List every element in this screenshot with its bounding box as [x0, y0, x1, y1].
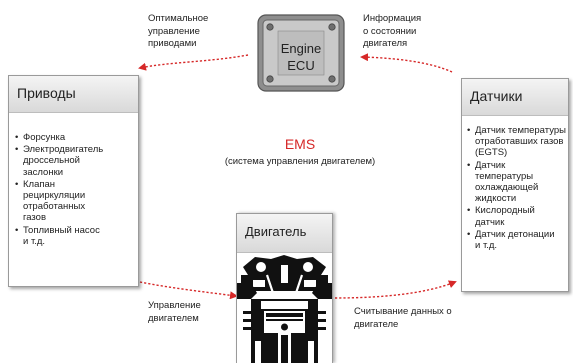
- ems-subtitle: (система управления двигателем): [224, 156, 376, 167]
- actuators-title: Приводы: [17, 85, 76, 101]
- engine-cross-section-icon: [237, 253, 332, 363]
- engine-title: Двигатель: [245, 224, 307, 239]
- arrow-actuators-to-engine: [139, 281, 238, 300]
- caption-engine-data-read: Считывание данных о двигателе: [354, 306, 452, 330]
- ems-title: EMS: [284, 136, 316, 152]
- actuators-list: Форсунка Электродвигательдроссельнойзасл…: [15, 132, 135, 248]
- caption-engine-control: Управление двигателем: [148, 300, 201, 324]
- engine-header: Двигатель: [237, 214, 332, 253]
- ecu-label-line1: Engine: [280, 41, 322, 56]
- arrow-engine-to-sensors: [334, 280, 457, 299]
- caption-engine-state-info: Информация о состоянии двигателя: [363, 13, 422, 49]
- arrow-ecu-to-actuators: [138, 54, 249, 71]
- actuators-box: Приводы Форсунка Электродвигательдроссел…: [8, 75, 139, 287]
- actuators-header: Приводы: [9, 76, 138, 113]
- ecu-label-line2: ECU: [287, 58, 315, 73]
- arrow-sensors-to-ecu: [360, 53, 453, 73]
- engine-box: Двигатель: [236, 213, 333, 363]
- list-item: Форсунка: [15, 132, 135, 143]
- sensors-title: Датчики: [470, 88, 523, 104]
- sensors-header: Датчики: [462, 79, 568, 116]
- caption-optimal-control: Оптимальное управление приводами: [148, 13, 209, 49]
- ecu-chip: Engine ECU: [256, 13, 348, 95]
